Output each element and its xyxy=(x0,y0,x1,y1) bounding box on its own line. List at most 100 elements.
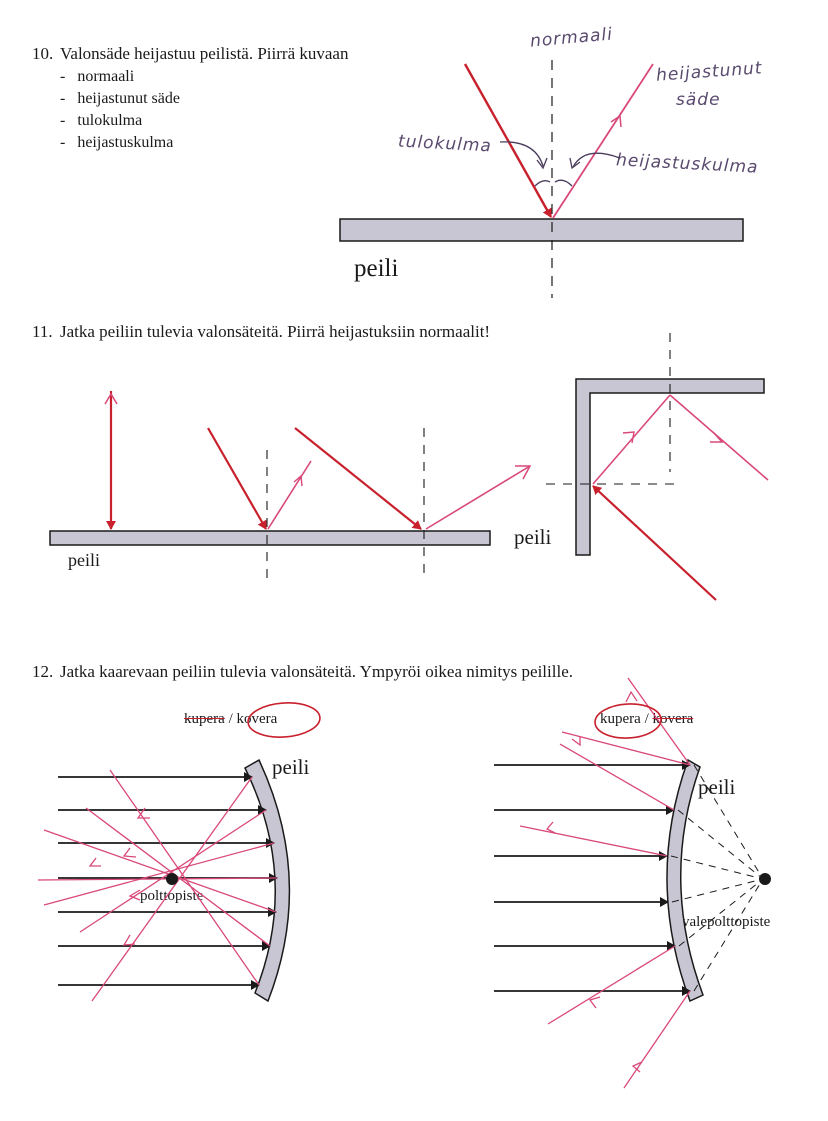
ray-arrowhead xyxy=(571,736,581,747)
task11-prompt: Jatka peiliin tulevia valonsäteitä. Piir… xyxy=(60,322,491,341)
virtual-extension-lines xyxy=(670,764,764,992)
task12-left-mirror-label: peili xyxy=(272,755,310,779)
handwritten-reflected-ray-label-2: säde xyxy=(676,90,721,110)
task12-right-mirror-label: peili xyxy=(698,775,736,799)
reflected-ray-arrowhead xyxy=(515,465,532,480)
ray-arrowhead xyxy=(136,807,150,819)
task12-right-options: kupera / kovera xyxy=(600,711,693,728)
reflected-ray xyxy=(627,677,691,766)
task10-number: 10. xyxy=(32,44,54,63)
task11-number: 11. xyxy=(32,322,53,341)
option-separator: / xyxy=(644,711,649,727)
virtual-focal-point xyxy=(759,873,771,885)
option-separator: / xyxy=(228,711,233,727)
reflected-ray xyxy=(561,731,691,766)
incidence-angle-pointer xyxy=(499,141,544,167)
ray-arrowhead xyxy=(625,690,638,703)
list-item: normaali xyxy=(77,68,135,85)
ray-arrowhead xyxy=(128,889,141,901)
reflected-ray xyxy=(425,465,531,530)
task11-corner-mirror-diagram xyxy=(546,333,769,601)
task11-flat-mirror-diagram xyxy=(49,391,532,580)
reflection-angle-arc xyxy=(554,179,573,187)
list-dash: - xyxy=(60,68,78,85)
task12-prompt: Jatka kaarevaan peiliin tulevia valonsät… xyxy=(60,662,573,681)
ray-arrowhead xyxy=(545,821,556,834)
pointer-arrowhead xyxy=(569,157,581,170)
circled-answer-mark xyxy=(594,703,662,739)
reflected-rays xyxy=(37,769,278,1002)
dashed-extension xyxy=(670,855,764,880)
incident-ray xyxy=(592,485,717,601)
reflected-ray-arrowhead xyxy=(104,392,118,405)
ray-arrowhead xyxy=(588,996,601,1009)
corner-mirror xyxy=(575,378,765,556)
list-item: heijastuskulma xyxy=(77,134,174,151)
incident-ray xyxy=(463,63,553,218)
task11-mirror-label-left: peili xyxy=(68,550,100,570)
reflected-ray xyxy=(85,807,271,947)
reflected-ray-arrowheads xyxy=(545,690,643,1073)
focal-point-label: polttopiste xyxy=(140,888,204,904)
dashed-extension xyxy=(693,878,764,992)
incoming-parallel-rays xyxy=(494,760,691,996)
task10-prompt: Valonsäde heijastuu peilistä. Piirrä kuv… xyxy=(60,44,349,63)
reflected-ray xyxy=(559,743,675,811)
mirror xyxy=(339,218,744,242)
list-item: tulokulma xyxy=(77,112,143,129)
reflected-ray xyxy=(669,394,769,481)
reflected-rays xyxy=(519,677,691,1089)
reflected-ray-arrowhead xyxy=(710,431,724,443)
reflected-ray xyxy=(43,842,275,906)
task12-concave-mirror-diagram xyxy=(37,702,321,1003)
reflected-ray-arrowhead xyxy=(293,474,303,487)
dashed-extension xyxy=(677,809,764,880)
ray-arrowhead xyxy=(88,857,101,867)
reflected-ray xyxy=(91,776,253,1002)
task10-mirror-label: peili xyxy=(354,255,399,282)
incident-ray xyxy=(294,427,422,530)
task12-left-options: kupera / kovera xyxy=(184,711,277,728)
task12-number: 12. xyxy=(32,662,54,681)
reflected-ray xyxy=(37,877,278,881)
reflected-ray xyxy=(623,990,691,1089)
convex-mirror xyxy=(666,758,704,1003)
task11-mirror-label-right: peili xyxy=(514,525,552,549)
task12-convex-mirror-diagram xyxy=(494,677,771,1089)
task10-diagram xyxy=(339,60,744,298)
dashed-extension xyxy=(671,878,764,903)
option-circled: kupera xyxy=(600,711,641,727)
reflected-ray-arrowheads xyxy=(88,807,150,946)
option-struck: kupera xyxy=(184,711,225,727)
list-dash: - xyxy=(60,90,78,107)
reflected-ray xyxy=(267,460,312,530)
reflected-ray xyxy=(519,825,668,857)
incident-ray xyxy=(207,427,267,530)
reflected-ray-arrowhead xyxy=(622,431,635,444)
ray-arrowhead xyxy=(631,1061,643,1073)
ray-arrowhead xyxy=(122,847,137,858)
focal-point xyxy=(166,873,178,885)
list-item: heijastunut säde xyxy=(77,90,180,107)
concave-mirror xyxy=(244,758,291,1003)
reflected-ray xyxy=(43,829,277,913)
ray-arrowhead xyxy=(122,934,136,946)
reflected-ray xyxy=(592,394,671,485)
incidence-angle-arc xyxy=(534,179,551,187)
reflected-ray xyxy=(552,63,654,219)
task10-list: - normaali - heijastunut säde - tulokulm… xyxy=(60,68,180,156)
pointer-arrowhead xyxy=(536,157,548,170)
list-dash: - xyxy=(60,134,78,151)
reflected-ray xyxy=(79,809,267,933)
list-dash: - xyxy=(60,112,78,129)
reflection-angle-pointer xyxy=(572,152,621,168)
reflected-ray xyxy=(547,945,676,1025)
dashed-extension xyxy=(693,764,764,880)
option-struck: kovera xyxy=(652,711,694,727)
circled-answer-mark xyxy=(247,702,321,738)
reflected-ray xyxy=(109,769,260,986)
option-circled: kovera xyxy=(236,711,278,727)
reflected-ray-arrowhead xyxy=(610,114,622,128)
dashed-extension xyxy=(678,878,764,947)
